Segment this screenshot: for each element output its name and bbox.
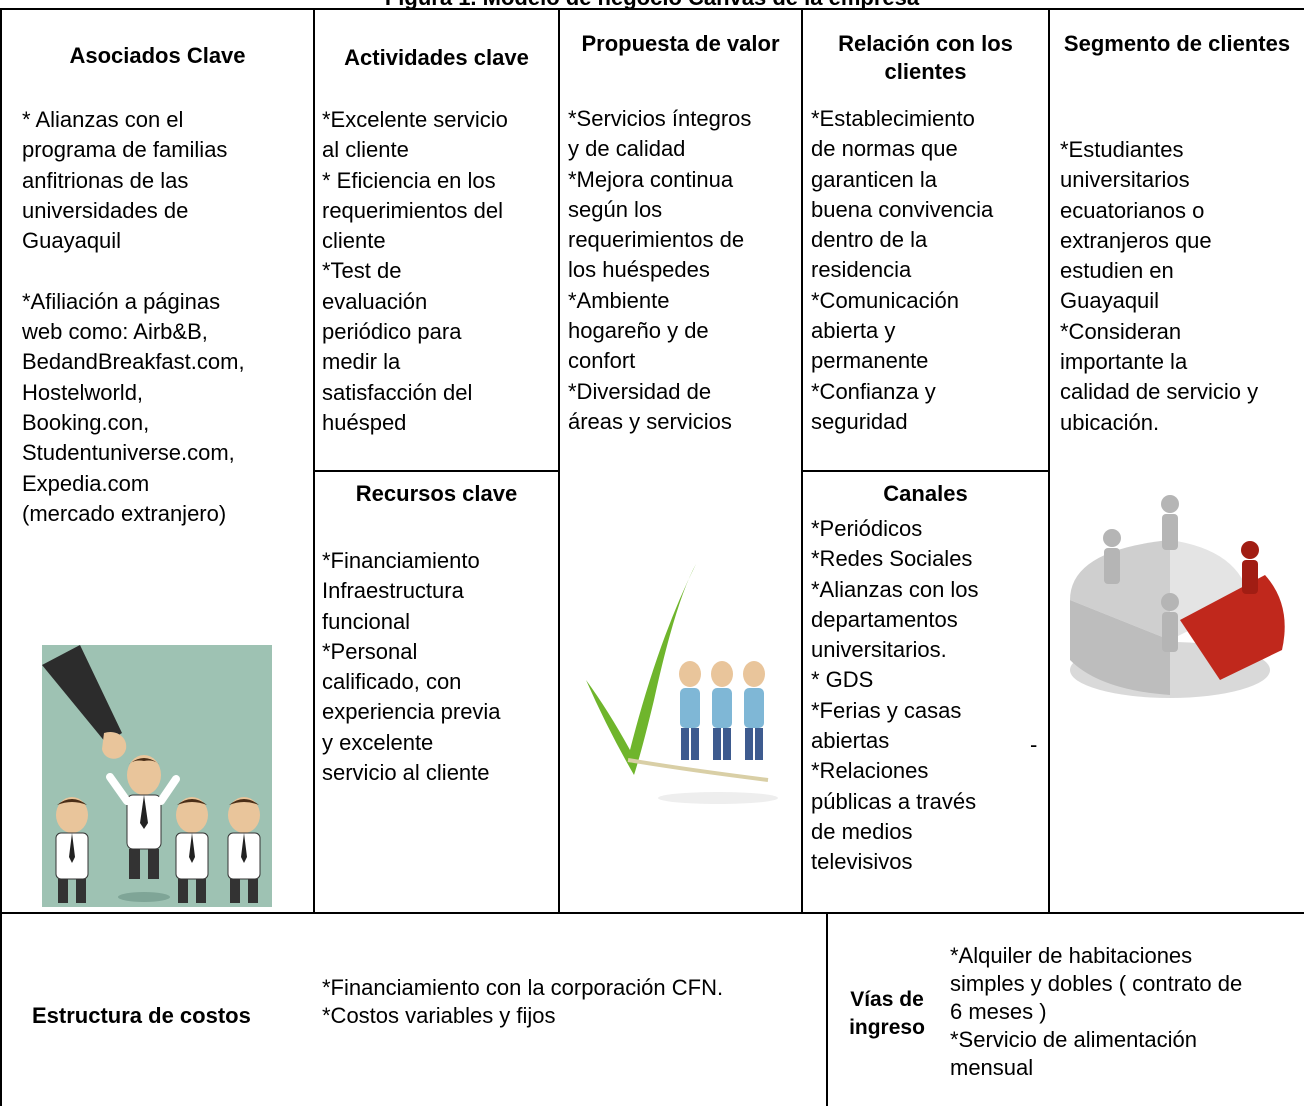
key-resources-title: Recursos clave	[355, 481, 518, 506]
grid-split-activities	[313, 470, 560, 472]
segment-pie-illustration	[1070, 495, 1285, 698]
value-proposition-text: *Servicios íntegros y de calidad *Mejora…	[568, 106, 752, 434]
value-proposition-title: Propuesta de valor	[581, 31, 780, 56]
customer-segments-text: *Estudiantes universitarios ecuatorianos…	[1060, 137, 1259, 435]
team-selection-illustration	[42, 645, 272, 907]
grid-divider-4	[1048, 8, 1050, 912]
grid-divider-bottom	[826, 912, 828, 1106]
customer-segments-title: Segmento de clientes	[1063, 31, 1291, 56]
revenue-streams-title: Vías de ingreso	[849, 988, 925, 1039]
key-activities-text: *Excelente servicio al cliente * Eficien…	[322, 107, 508, 435]
cost-structure-title: Estructura de costos	[32, 1003, 251, 1028]
grid-divider-3	[801, 8, 803, 912]
customer-relationships-text: *Establecimiento de normas que garantice…	[811, 106, 994, 434]
checkmark-teamwork-illustration	[586, 564, 778, 804]
grid-left-border	[0, 8, 2, 1106]
key-resources-text: *Financiamiento Infraestructura funciona…	[322, 548, 501, 786]
figure-caption: Figura 1. Modelo de negocio Canvas de la…	[0, 0, 1304, 8]
channels-title: Canales	[883, 481, 968, 506]
key-activities-title: Actividades clave	[344, 45, 529, 70]
channels-text: *Periódicos *Redes Sociales *Alianzas co…	[811, 516, 979, 875]
grid-middle-border	[0, 912, 1304, 914]
channels-dash: -	[1030, 732, 1038, 757]
revenue-streams-text: *Alquiler de habitaciones simples y dobl…	[950, 943, 1243, 1080]
key-partners-title: Asociados Clave	[69, 43, 246, 68]
grid-split-relationships	[801, 470, 1050, 472]
grid-divider-1	[313, 8, 315, 912]
cost-structure-text: *Financiamiento con la corporación CFN. …	[322, 975, 724, 1028]
key-partners-text: * Alianzas con el programa de familias a…	[22, 107, 245, 526]
grid-divider-2	[558, 8, 560, 912]
customer-relationships-title: Relación con los clientes	[838, 31, 1013, 84]
grid-top-border	[0, 8, 1304, 10]
